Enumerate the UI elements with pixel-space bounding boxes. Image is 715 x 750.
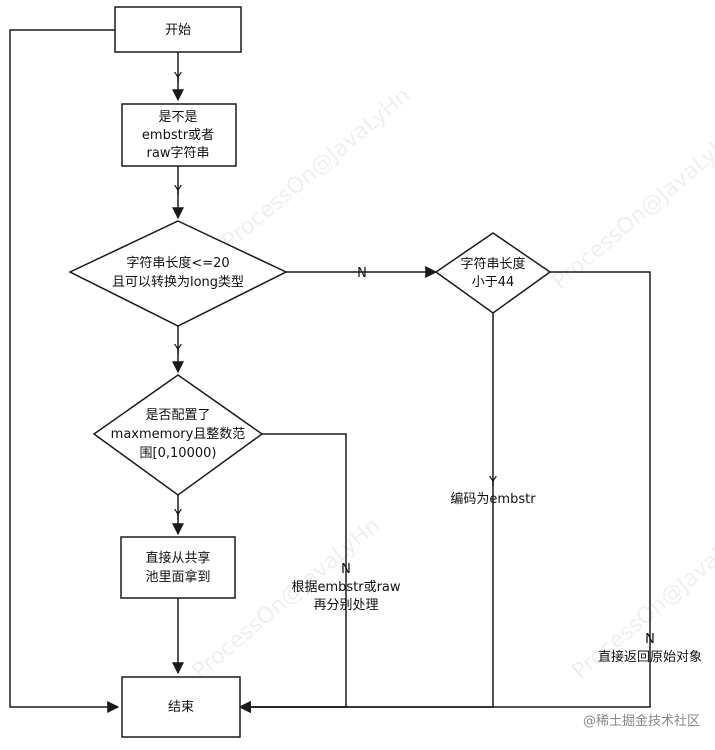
node-shared-pool: 直接从共享 池里面拿到 xyxy=(120,536,236,599)
node-end-label: 结束 xyxy=(168,700,194,715)
edge-label-y: Y xyxy=(173,508,182,523)
node-check-len44: 字符串长度 小于44 xyxy=(434,232,552,314)
node-check-type: 是不是 embstr或者 raw字符串 xyxy=(121,103,237,167)
node-shared-pool-line: 池里面拿到 xyxy=(145,569,210,585)
edge-label-n: N xyxy=(645,632,655,647)
footer-credit: @稀土掘金技术社区 xyxy=(583,713,700,729)
edge-label-return-original: 直接返回原始对象 xyxy=(598,649,702,665)
edge-label-y: Y xyxy=(173,71,182,86)
watermark: ProcessOn@JavaLyHn xyxy=(218,83,416,254)
node-check-len44-line: 字符串长度 xyxy=(460,256,525,272)
edge-label-encode-embstr: 编码为embstr xyxy=(450,492,536,507)
node-end: 结束 xyxy=(121,676,241,738)
edge-label-n: N xyxy=(341,562,351,577)
node-check-len44-line: 小于44 xyxy=(472,275,515,290)
node-check-maxmemory-line: 是否配置了 xyxy=(145,408,210,423)
node-check-maxmemory-line: maxmemory且整数范 xyxy=(111,427,246,442)
edge-label-y: Y xyxy=(488,475,497,490)
node-shared-pool-line: 直接从共享 xyxy=(145,550,210,566)
node-check-long-line: 且可以转换为long类型 xyxy=(112,275,244,290)
node-check-type-line: raw字符串 xyxy=(147,145,210,161)
node-check-type-line: embstr或者 xyxy=(142,128,214,143)
watermark-group: ProcessOn@JavaLyHn ProcessOn@JavaLyHn Pr… xyxy=(188,83,715,684)
node-check-maxmemory-line: 围[0,10000) xyxy=(140,446,217,461)
node-start: 开始 xyxy=(114,6,242,53)
edge-label-y: Y xyxy=(173,343,182,358)
edge-label-handle-line: 再分别处理 xyxy=(313,598,378,613)
edge-check-len44-yes-to-end xyxy=(238,313,494,713)
watermark: ProcessOn@JavaLyHn xyxy=(548,123,715,294)
edge-label-y: Y xyxy=(173,184,182,199)
edge-label-n: N xyxy=(357,266,367,281)
edge-label-handle-line: 根据embstr或raw xyxy=(291,580,400,595)
edge-check-len44-no-to-end xyxy=(238,271,651,713)
node-check-type-line: 是不是 xyxy=(158,110,197,125)
edge-start-to-end-left xyxy=(9,29,120,713)
node-check-long: 字符串长度<=20 且可以转换为long类型 xyxy=(68,220,288,327)
node-start-label: 开始 xyxy=(165,23,191,38)
node-check-maxmemory: 是否配置了 maxmemory且整数范 围[0,10000) xyxy=(92,374,264,496)
node-check-long-line: 字符串长度<=20 xyxy=(126,255,229,271)
